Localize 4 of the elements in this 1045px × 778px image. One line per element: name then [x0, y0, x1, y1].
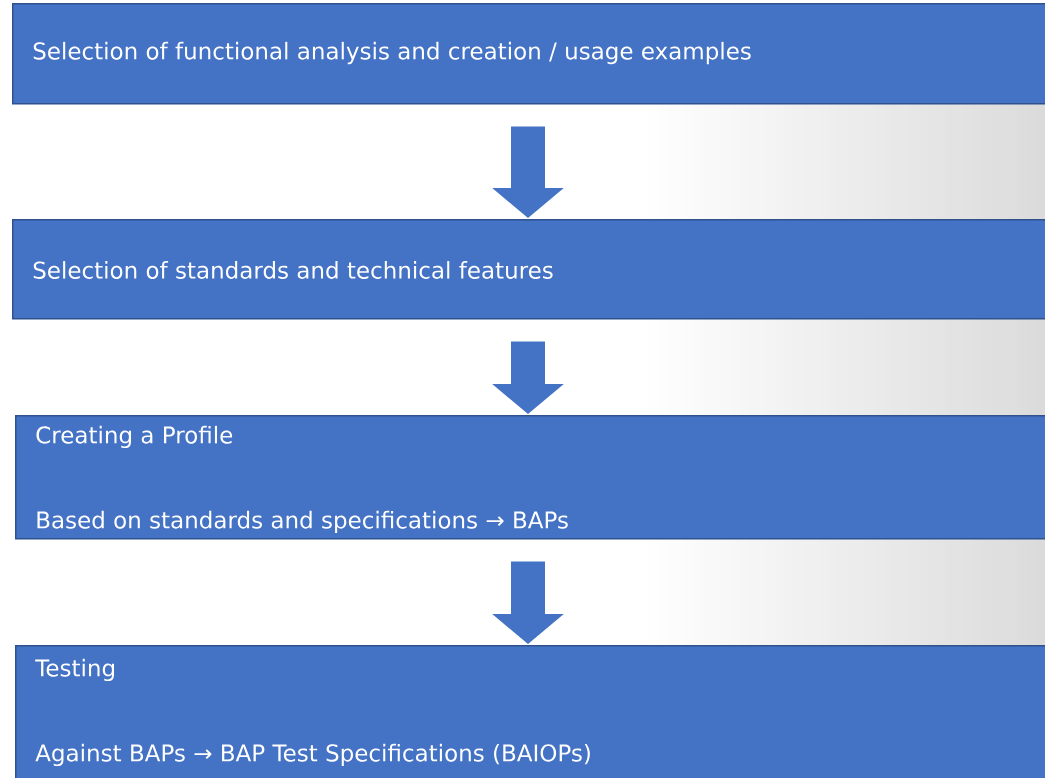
process-box: Testing Against BAPs → BAP Test Specifications (BAIOPs): [15, 645, 1045, 778]
process-box: Creating a Profile Based on standards and specifications → BAPs: [15, 415, 1045, 540]
process-box: Selection of standards and technical features: [12, 219, 1045, 320]
process-box: Selection of functional analysis and creation / usage examples: [12, 3, 1045, 105]
